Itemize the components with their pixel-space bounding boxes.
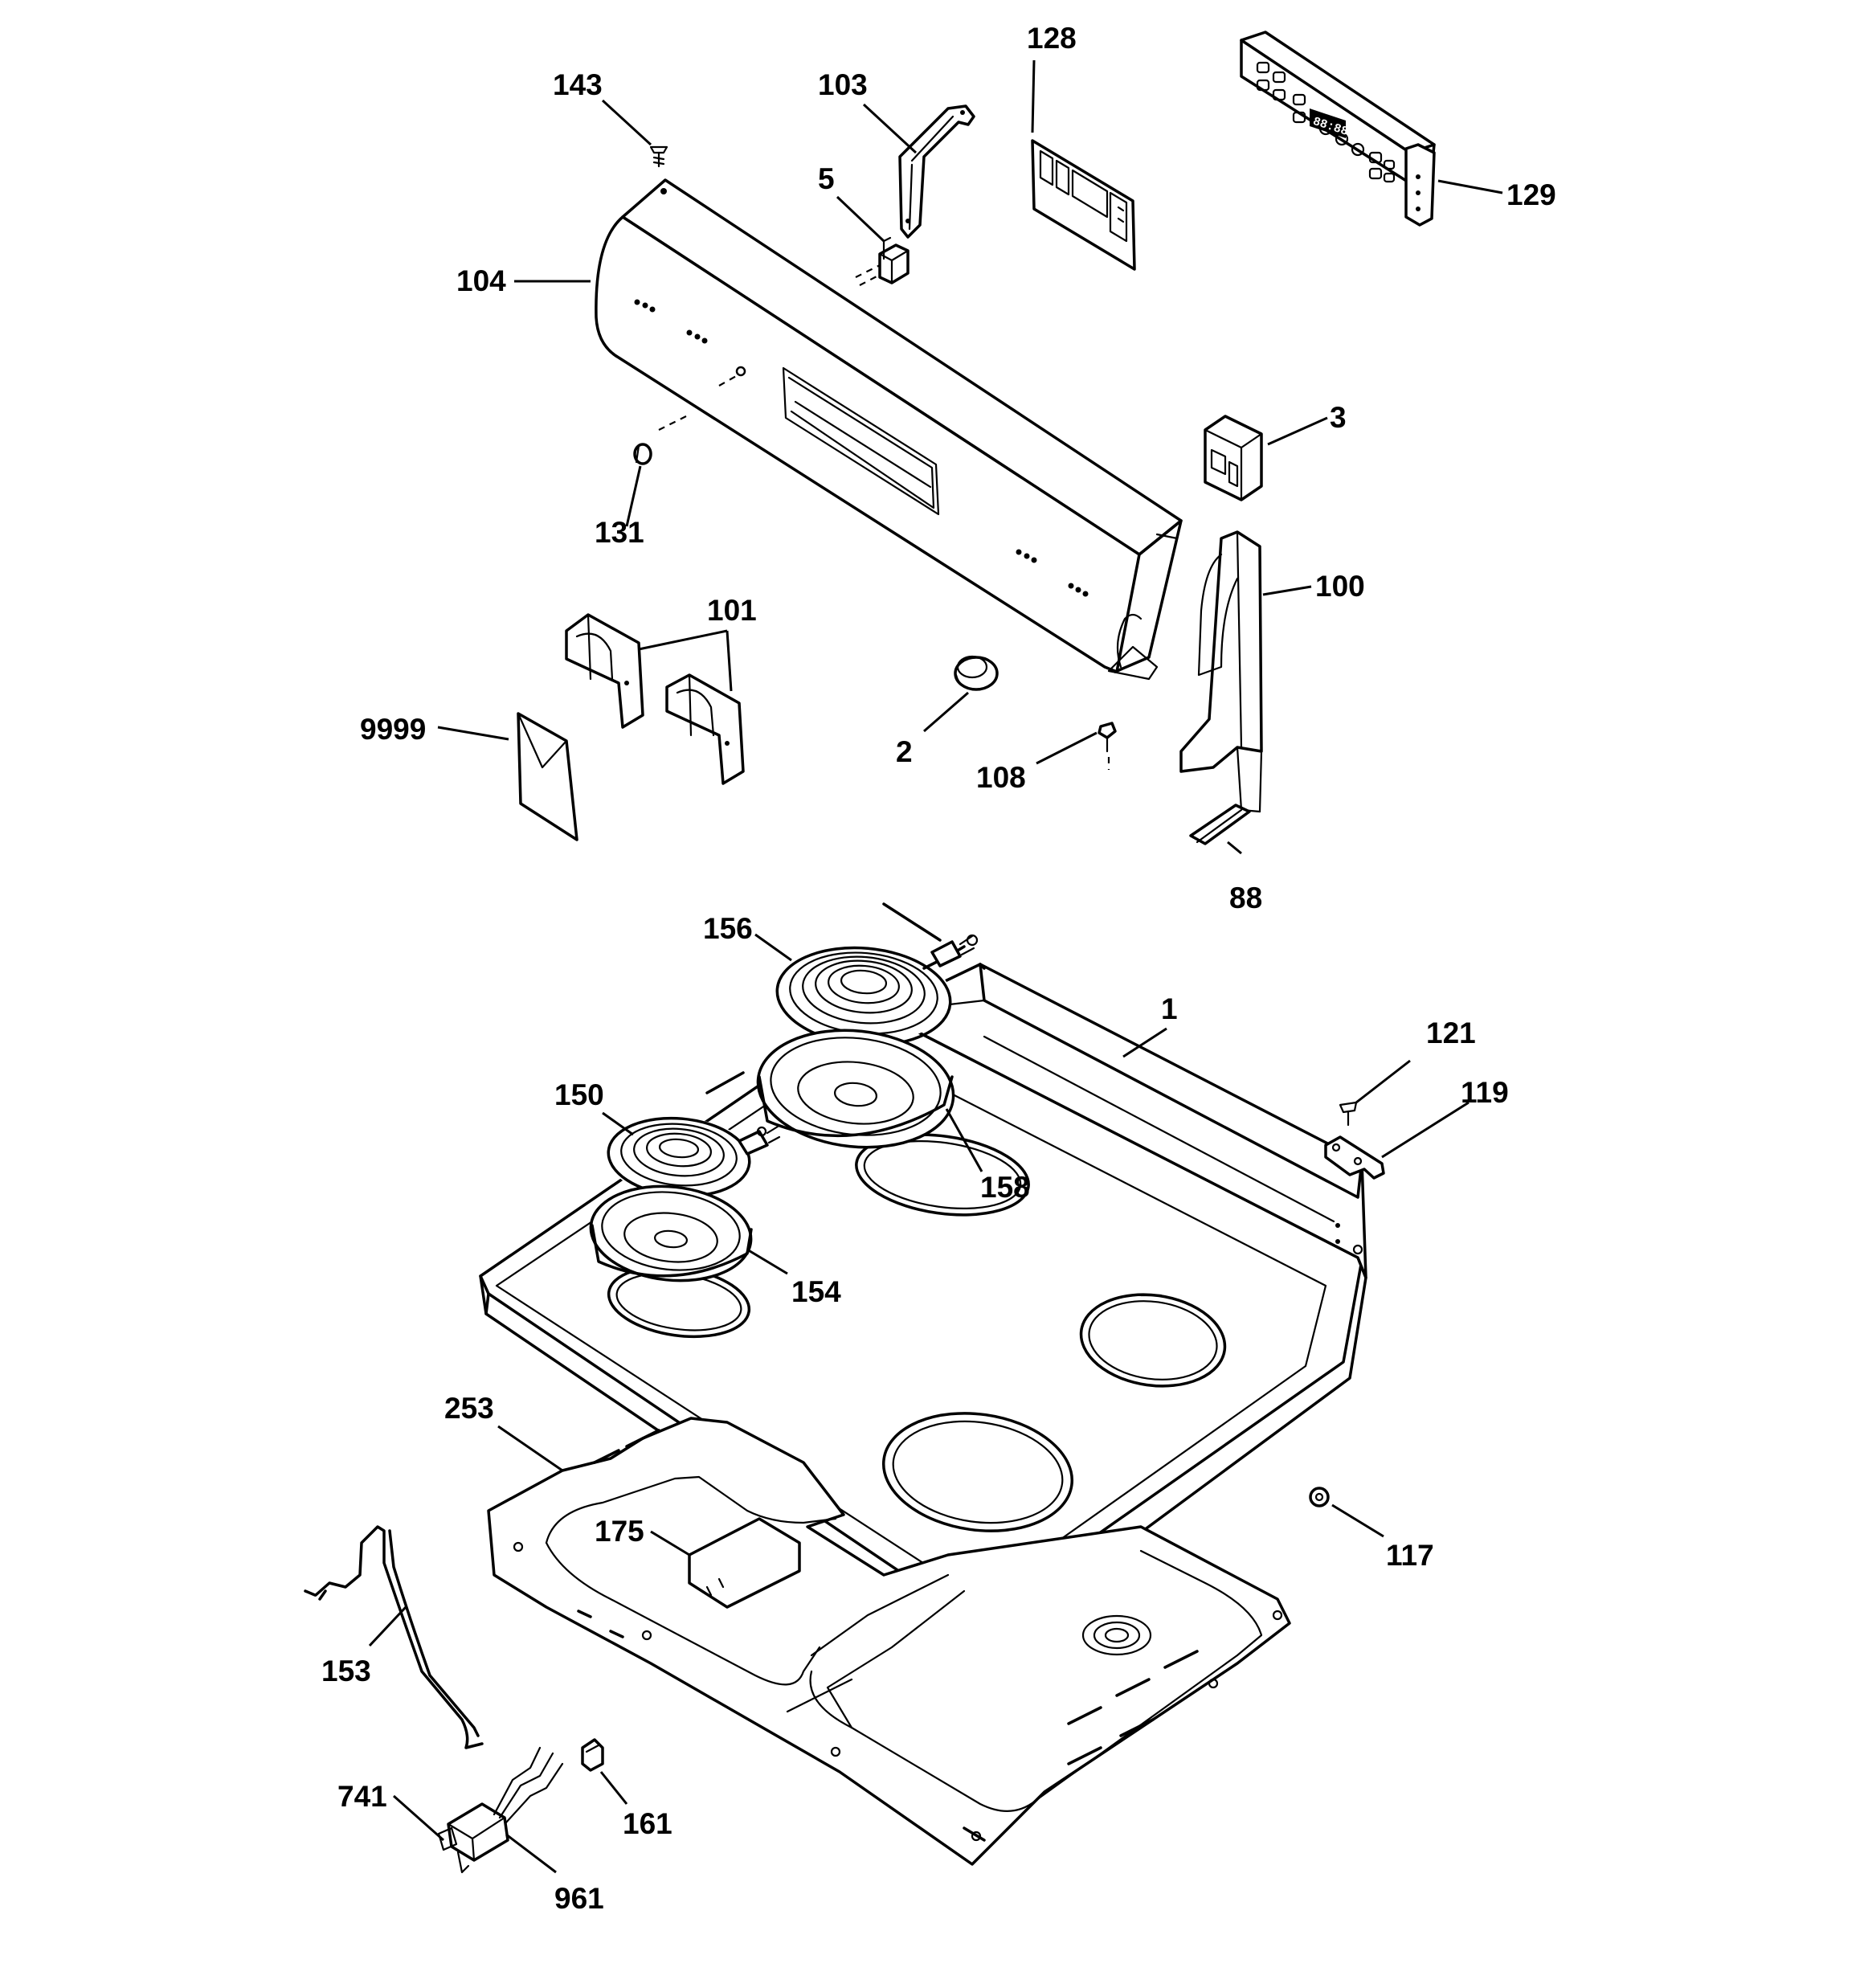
callout-108: 108 [976, 761, 1026, 794]
callout-150: 150 [554, 1078, 604, 1111]
part-741-switch [437, 1802, 509, 1874]
callout-129: 129 [1506, 178, 1556, 211]
part-100-side-trim [1179, 530, 1263, 813]
callout-154: 154 [791, 1275, 841, 1308]
part-143-screw [649, 145, 668, 168]
part-153-wire [304, 1525, 484, 1749]
part-119-hinge [1324, 1135, 1385, 1180]
callout-1: 1 [1161, 992, 1178, 1025]
part-128-overlay [1031, 139, 1136, 271]
part-121-screw [1339, 1101, 1358, 1127]
callout-100: 100 [1315, 570, 1365, 603]
part-150-small-element [607, 1071, 781, 1198]
part-101-brackets [565, 613, 745, 785]
callout-253: 253 [444, 1392, 494, 1425]
part-2-knob [954, 655, 999, 691]
callout-5: 5 [818, 162, 835, 195]
callout-158: 158 [980, 1171, 1030, 1204]
part-161-clip [581, 1738, 604, 1772]
callout-103: 103 [818, 68, 868, 101]
callout-104: 104 [456, 264, 506, 297]
callout-2: 2 [896, 735, 913, 768]
callout-119: 119 [1461, 1076, 1509, 1109]
part-9999-literature [517, 712, 578, 841]
part-253-burner-box [487, 1417, 1291, 1866]
part-3-relay [1204, 415, 1263, 501]
part-961-harness [493, 1746, 564, 1824]
callout-88: 88 [1229, 882, 1262, 914]
part-175-cover [688, 1517, 801, 1609]
callout-128: 128 [1027, 22, 1077, 55]
part-154-small-drip-pan [589, 1184, 753, 1282]
callout-175: 175 [595, 1515, 644, 1548]
part-117-nut [1309, 1487, 1330, 1507]
callout-121: 121 [1426, 1016, 1476, 1049]
part-108-screw [1098, 722, 1117, 770]
callout-961: 961 [554, 1882, 604, 1915]
callout-143: 143 [553, 68, 603, 101]
callout-3: 3 [1330, 401, 1347, 434]
part-5-switch [859, 236, 910, 286]
callout-9999: 9999 [360, 713, 426, 746]
part-129-control-board: 88:88 [1240, 31, 1436, 227]
callout-156: 156 [703, 912, 753, 945]
part-158-large-drip-pan [756, 1029, 955, 1149]
callout-labels: 143 103 128 129 5 104 3 131 100 101 9999… [321, 22, 1556, 1915]
callout-153: 153 [321, 1655, 371, 1687]
callout-131: 131 [595, 516, 644, 549]
callout-741: 741 [337, 1780, 387, 1813]
callout-117: 117 [1386, 1539, 1434, 1572]
part-103-bracket [898, 104, 975, 239]
leader-lines [368, 59, 1503, 1874]
part-131-button [633, 443, 652, 465]
panel-holes [634, 188, 1089, 597]
part-88-clip [1189, 804, 1251, 845]
part-104-control-panel [595, 178, 1183, 681]
callout-161: 161 [623, 1807, 672, 1840]
callout-101: 101 [707, 594, 757, 627]
